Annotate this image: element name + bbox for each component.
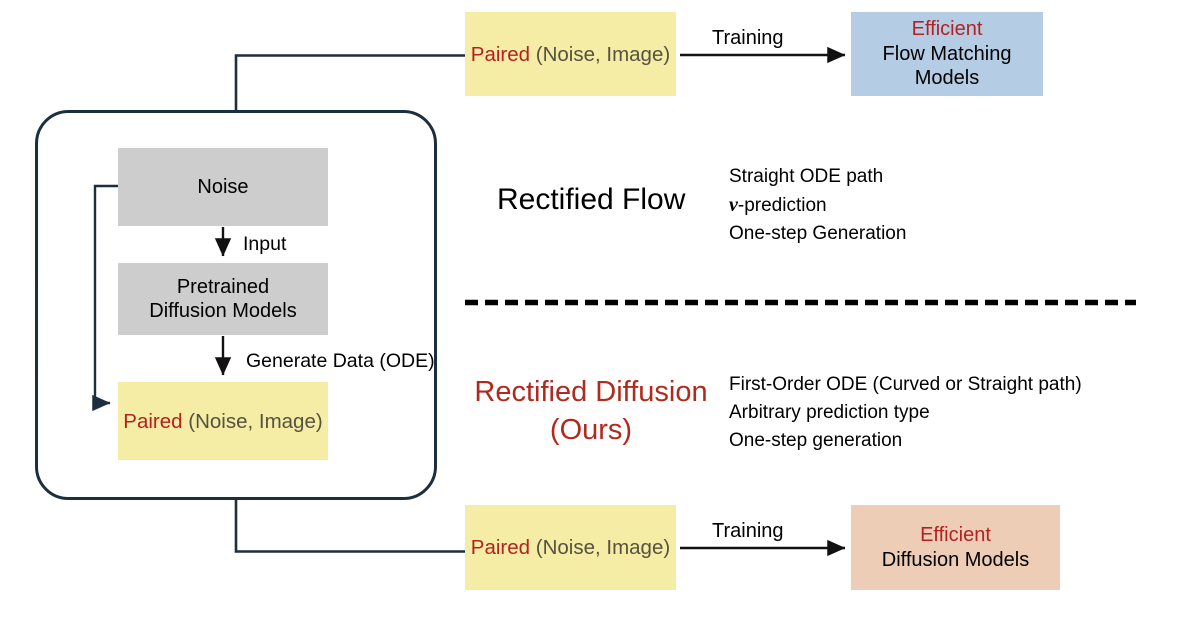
paired-noise-image-box-bottom: Paired (Noise, Image) (465, 505, 676, 590)
rd-bullet-2: Arbitrary prediction type (729, 401, 930, 423)
paired-args-bottom: (Noise, Image) (530, 536, 671, 559)
rd-bullet-1: First-Order ODE (Curved or Straight path… (729, 374, 1082, 395)
pretrained-label-line1: Pretrained (176, 275, 270, 298)
rectified-diffusion-heading-line2: (Ours) (549, 413, 633, 446)
efficient-label-bottom: Efficient (920, 524, 991, 547)
paired-noise-image-box-inner: Paired (Noise, Image) (118, 382, 328, 460)
pipeline-container-outline (35, 110, 437, 500)
diffusion-models-label: Diffusion Models (881, 548, 1030, 571)
branch-down-connector (234, 499, 465, 553)
training-label-top: Training (712, 27, 784, 49)
pretrained-diffusion-models-box: Pretrained Diffusion Models (118, 263, 328, 335)
feedback-loop-connector (92, 184, 118, 412)
paired-args-inner: (Noise, Image) (182, 409, 323, 433)
efficient-flow-matching-models-box: Efficient Flow Matching Models (851, 12, 1043, 96)
rd-bullet-3: One-step generation (729, 429, 903, 451)
efficient-label-top: Efficient (911, 18, 983, 41)
rf-bullet-3: One-step Generation (729, 223, 907, 245)
noise-box: Noise (118, 148, 328, 226)
flow-matching-models-label: Flow Matching Models (882, 42, 1012, 90)
branch-up-connector (234, 54, 465, 111)
v-symbol: v (729, 193, 738, 216)
rectified-flow-heading: Rectified Flow (497, 183, 686, 216)
rf-bullet-2: v-prediction (729, 191, 906, 220)
paired-noise-image-box-top: Paired (Noise, Image) (465, 12, 676, 96)
input-label: Input (243, 233, 287, 255)
rectified-flow-bullet-list: Straight ODE path v-prediction One-step … (729, 163, 906, 248)
noise-label: Noise (197, 175, 249, 198)
paired-keyword-inner: Paired (123, 409, 183, 433)
paired-keyword-bottom: Paired (470, 536, 531, 559)
rectified-diffusion-heading: Rectified Diffusion (Ours) (468, 374, 714, 449)
paired-args-top: (Noise, Image) (530, 42, 671, 66)
training-label-bottom: Training (712, 520, 784, 542)
rf-bullet-1: Straight ODE path (729, 166, 884, 187)
rectified-diffusion-bullet-list: First-Order ODE (Curved or Straight path… (729, 371, 1082, 455)
generate-data-ode-label: Generate Data (ODE) (246, 350, 435, 372)
pretrained-label-line2: Diffusion Models (149, 300, 297, 322)
efficient-diffusion-models-box: Efficient Diffusion Models (851, 505, 1060, 590)
rectified-diffusion-heading-line1: Rectified Diffusion (474, 376, 708, 408)
paired-keyword-top: Paired (470, 42, 531, 66)
rf-bullet-2-text: -prediction (737, 194, 827, 216)
